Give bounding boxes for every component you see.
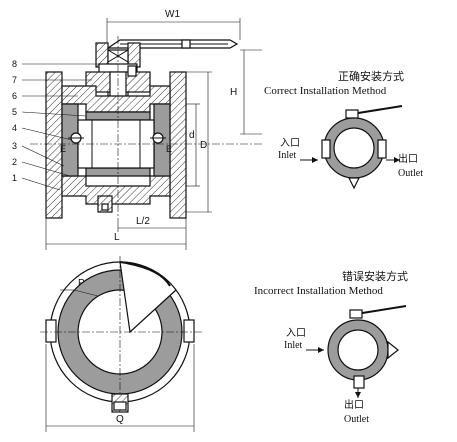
correct-inlet-cn: 入口 [280,138,300,149]
correct-outlet-cn: 出口 [398,152,418,165]
correct-title-en: Correct Installation Method [264,85,387,97]
section-view: W1 H [12,9,262,250]
part-number-2: 2 [12,157,17,167]
incorrect-installation: 错误安装方式 Incorrect Installation Method 入口 … [254,269,408,425]
d-small-label: d [189,130,195,141]
incorrect-outlet-cn: 出口 [344,398,364,411]
incorrect-inlet-cn: 入口 [286,328,306,339]
incorrect-title-en: Incorrect Installation Method [254,285,383,297]
part-number-7: 7 [12,75,17,85]
q-label: Q [116,414,124,425]
w1-label: W1 [165,9,180,20]
correct-outlet-en: Outlet [398,168,423,179]
d-large-label: D [200,140,207,151]
incorrect-title-cn: 错误安装方式 [342,269,408,283]
half-length-label: L/2 [136,216,150,227]
h-label: H [230,87,237,98]
part-number-3: 3 [12,141,17,151]
part-number-1: 1 [12,173,17,183]
e-left-label: E [60,144,66,154]
part-number-6: 6 [12,91,17,101]
correct-title-cn: 正确安装方式 [338,69,404,83]
correct-inlet-en: Inlet [278,150,297,161]
e-right-label: E [166,144,172,154]
incorrect-inlet-en: Inlet [284,340,303,351]
part-number-5: 5 [12,107,17,117]
p-label: P [78,278,85,289]
correct-installation: 正确安装方式 Correct Installation Method 入口 In… [264,69,423,190]
incorrect-outlet-en: Outlet [344,414,369,425]
part-leaders [21,63,104,191]
part-number-8: 8 [12,59,17,69]
length-label: L [114,232,120,243]
end-view: P Q [40,256,202,432]
part-number-4: 4 [12,123,17,133]
